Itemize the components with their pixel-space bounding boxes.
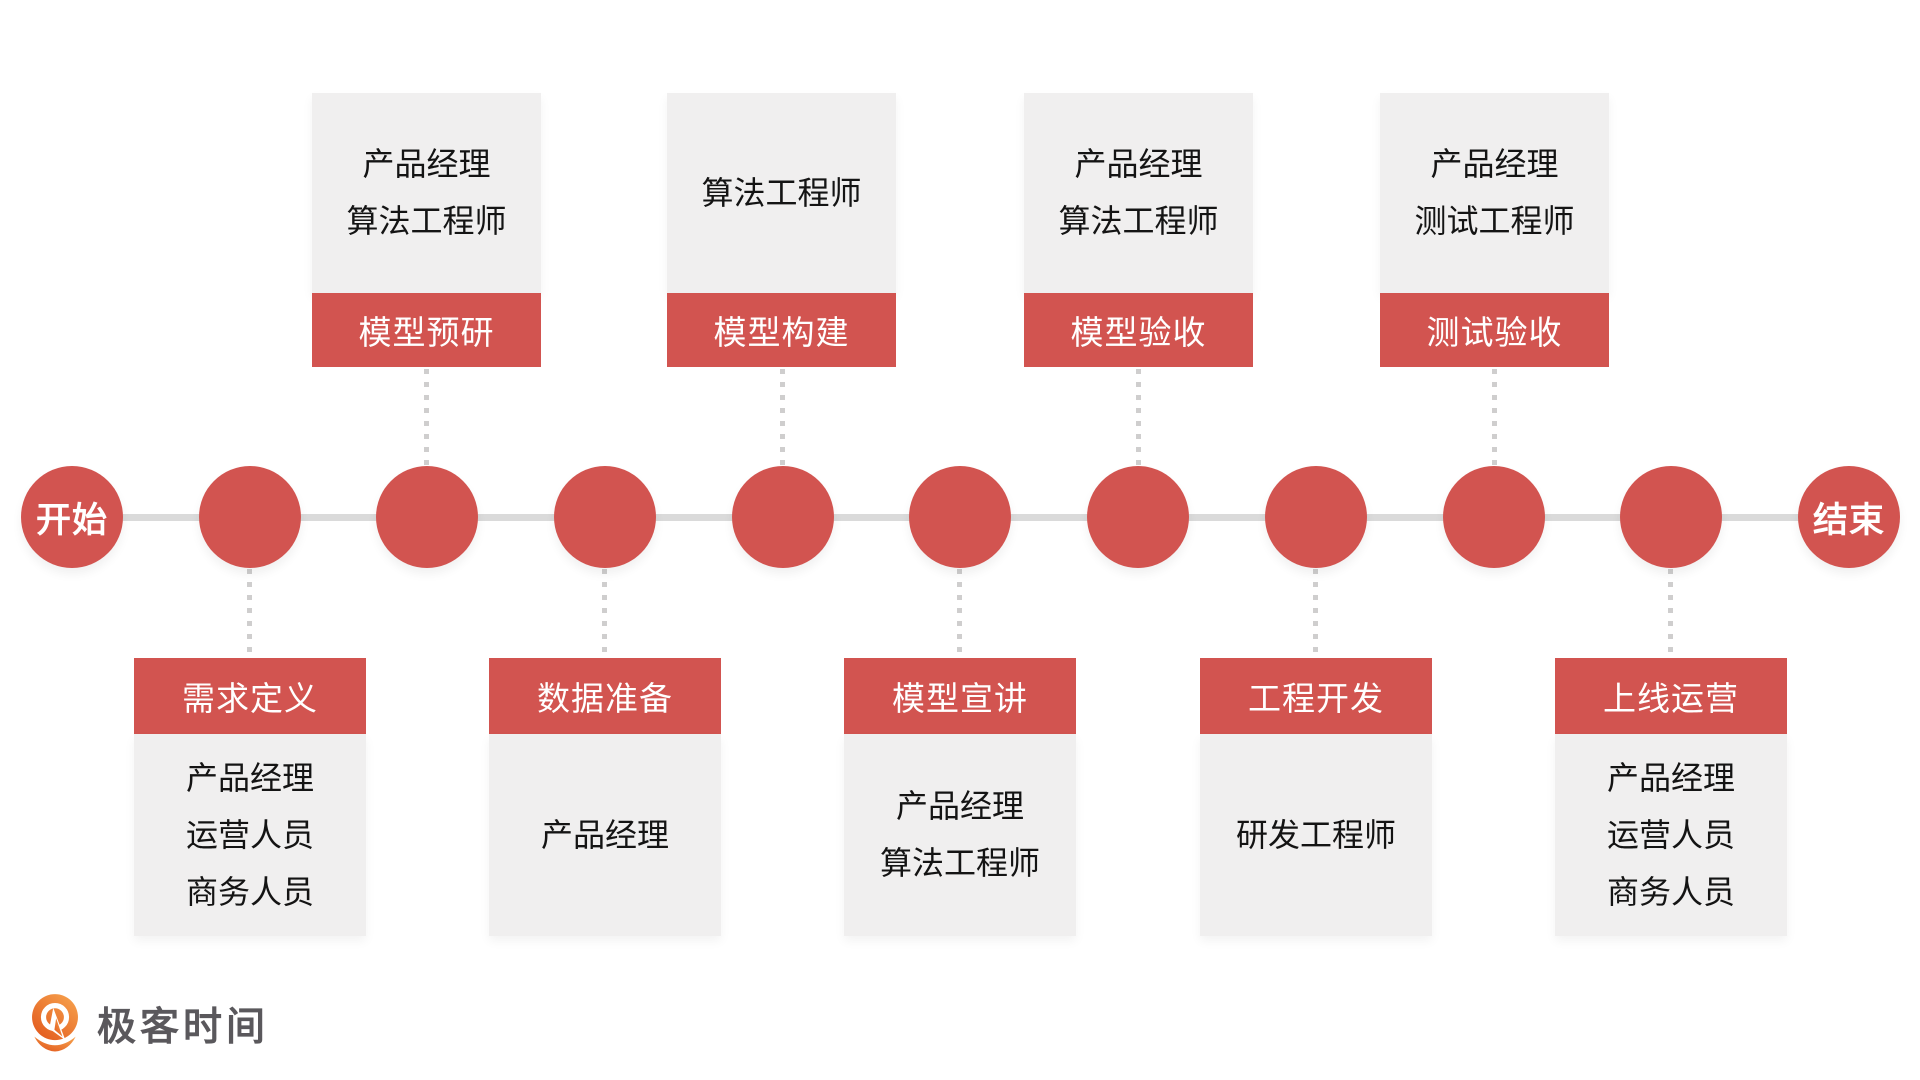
timeline-end-node: 结束	[1798, 466, 1900, 568]
stage-test-acceptance: 产品经理 测试工程师 测试验收	[1380, 93, 1609, 367]
stage-roles: 产品经理 测试工程师	[1380, 93, 1609, 293]
end-label: 结束	[1812, 500, 1885, 540]
stage-label: 工程开发	[1200, 658, 1432, 734]
timeline-node	[1265, 466, 1367, 568]
timeline-start-node: 开始	[21, 466, 123, 568]
role: 商务人员	[1606, 873, 1735, 910]
role: 算法工程师	[879, 845, 1040, 881]
stage-launch-operation: 上线运营 产品经理 运营人员 商务人员	[1555, 658, 1787, 936]
stage-roles: 产品经理	[489, 734, 721, 936]
stage-roles: 产品经理 算法工程师	[844, 734, 1076, 936]
timeline-node	[909, 466, 1011, 568]
connector-launch-operation	[1668, 569, 1673, 657]
timeline-node	[554, 466, 656, 568]
timeline-node	[1620, 466, 1722, 568]
role: 运营人员	[185, 816, 314, 853]
role: 商务人员	[185, 873, 314, 910]
connector-model-acceptance	[1136, 369, 1141, 465]
role: 产品经理	[1606, 759, 1735, 796]
stage-roles: 产品经理 运营人员 商务人员	[1555, 734, 1787, 936]
role: 运营人员	[1606, 816, 1735, 853]
role: 算法工程师	[346, 203, 507, 239]
connector-model-build	[780, 369, 785, 465]
timeline-node	[1087, 466, 1189, 568]
stage-roles: 研发工程师	[1200, 734, 1432, 936]
stage-label: 测试验收	[1380, 293, 1609, 367]
timeline-node	[732, 466, 834, 568]
stage-data-preparation: 数据准备 产品经理	[489, 658, 721, 936]
stage-label: 模型宣讲	[844, 658, 1076, 734]
timeline-node	[199, 466, 301, 568]
stage-model-presentation: 模型宣讲 产品经理 算法工程师	[844, 658, 1076, 936]
stage-label: 数据准备	[489, 658, 721, 734]
stage-label: 模型验收	[1024, 293, 1253, 367]
connector-test-acceptance	[1492, 369, 1497, 465]
stage-label: 上线运营	[1555, 658, 1787, 734]
connector-requirement-definition	[247, 569, 252, 657]
stage-label: 需求定义	[134, 658, 366, 734]
role: 产品经理	[1074, 146, 1203, 182]
stage-engineering-dev: 工程开发 研发工程师	[1200, 658, 1432, 936]
role: 研发工程师	[1235, 816, 1396, 853]
timeline-node	[1443, 466, 1545, 568]
stage-model-preresearch: 产品经理 算法工程师 模型预研	[312, 93, 541, 367]
stage-roles: 产品经理 算法工程师	[312, 93, 541, 293]
role: 测试工程师	[1414, 203, 1575, 239]
role: 产品经理	[540, 816, 669, 853]
connector-data-preparation	[602, 569, 607, 657]
geektime-q-pin-icon	[26, 993, 84, 1055]
stage-roles: 产品经理 算法工程师	[1024, 93, 1253, 293]
stage-label: 模型预研	[312, 293, 541, 367]
stage-model-build: 算法工程师 模型构建	[667, 93, 896, 367]
stage-model-acceptance: 产品经理 算法工程师 模型验收	[1024, 93, 1253, 367]
timeline-node	[376, 466, 478, 568]
connector-model-presentation	[957, 569, 962, 657]
stage-label: 模型构建	[667, 293, 896, 367]
connector-model-preresearch	[424, 369, 429, 465]
stage-roles: 算法工程师	[667, 93, 896, 293]
stage-roles: 产品经理 运营人员 商务人员	[134, 734, 366, 936]
start-label: 开始	[35, 500, 108, 540]
connector-engineering-dev	[1313, 569, 1318, 657]
brand-name: 极客时间	[97, 1006, 270, 1049]
role: 产品经理	[895, 788, 1024, 824]
stage-requirement-definition: 需求定义 产品经理 运营人员 商务人员	[134, 658, 366, 936]
role: 产品经理	[1430, 146, 1559, 182]
role: 算法工程师	[701, 174, 862, 211]
brand-logo: 极客时间	[26, 993, 269, 1055]
role: 产品经理	[185, 759, 314, 796]
role: 产品经理	[362, 146, 491, 182]
role: 算法工程师	[1058, 203, 1219, 239]
